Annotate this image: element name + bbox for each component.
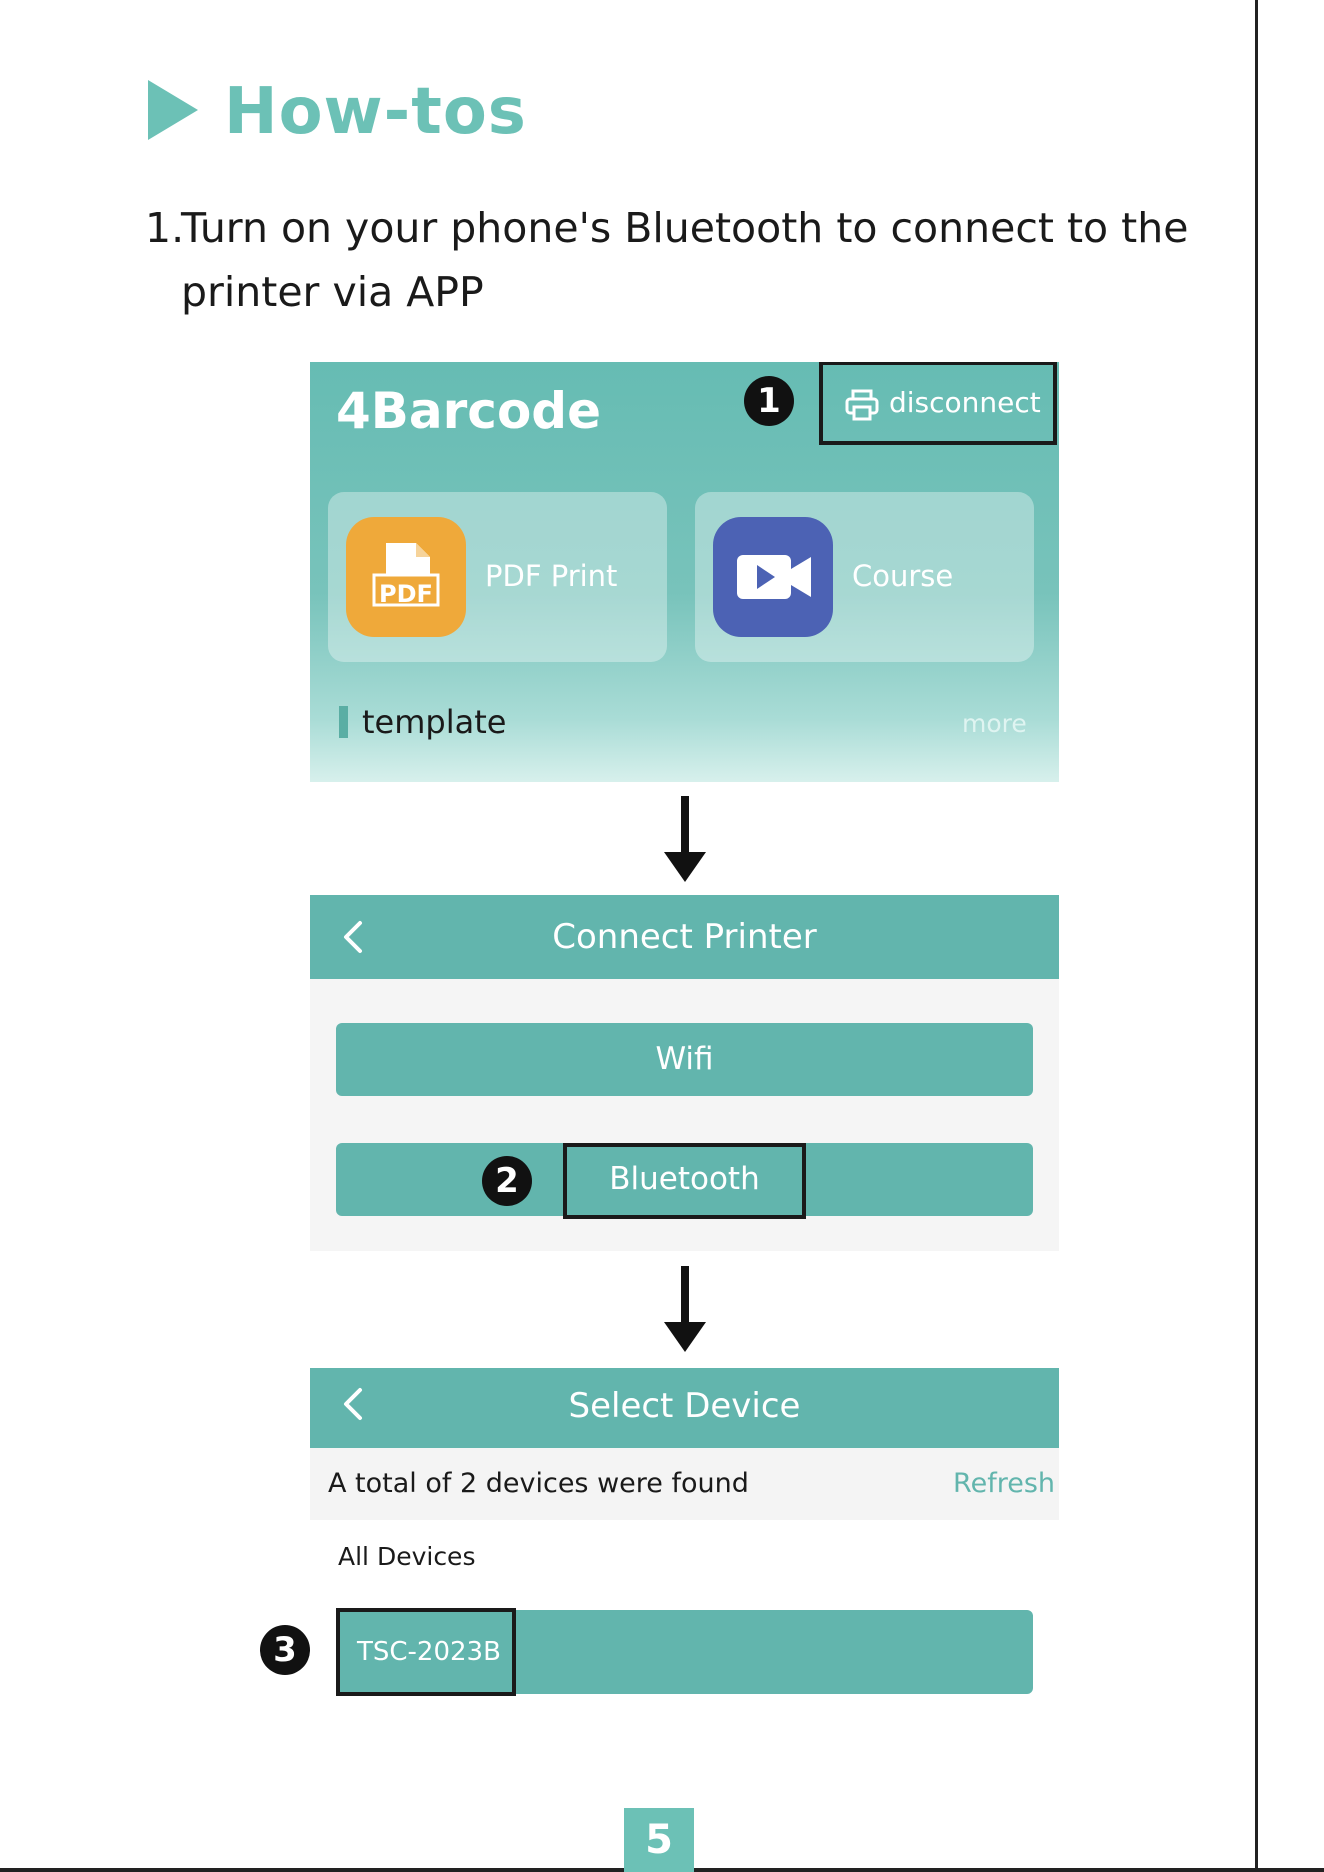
app-home-screenshot: 4Barcode disconnect PDF PDF Print <box>310 362 1059 782</box>
pdf-print-label: PDF Print <box>485 554 617 598</box>
section-marker <box>339 706 348 738</box>
bluetooth-highlight-box <box>563 1143 806 1219</box>
more-link[interactable]: more <box>962 706 1027 742</box>
template-section-label: template <box>362 700 506 744</box>
callout-1: 1 <box>744 376 794 426</box>
wifi-button[interactable]: Wifi <box>336 1023 1033 1096</box>
devices-found-text: A total of 2 devices were found <box>328 1448 749 1520</box>
step-line-2: printer via APP <box>145 260 1205 324</box>
course-card[interactable]: Course <box>695 492 1034 662</box>
down-arrow-2-head <box>664 1322 706 1352</box>
wifi-label: Wifi <box>336 1023 1033 1096</box>
down-arrow-2 <box>681 1266 689 1326</box>
down-arrow-1 <box>681 796 689 856</box>
step-number: 1. <box>145 196 181 260</box>
play-triangle-icon <box>148 80 198 140</box>
section-heading: How-tos <box>224 72 527 152</box>
select-device-title: Select Device <box>310 1368 1059 1444</box>
app-title: 4Barcode <box>336 376 601 446</box>
down-arrow-1-head <box>664 852 706 882</box>
video-camera-icon <box>713 517 833 637</box>
callout-2: 2 <box>482 1156 532 1206</box>
connect-navbar: Connect Printer <box>310 895 1059 979</box>
pdf-icon-text: PDF <box>374 579 438 609</box>
refresh-button[interactable]: Refresh <box>953 1448 1055 1520</box>
disconnect-label: disconnect <box>889 383 1041 423</box>
device-name: TSC-2023B <box>357 1610 501 1694</box>
step-line-1: Turn on your phone's Bluetooth to connec… <box>181 204 1188 252</box>
disconnect-button[interactable]: disconnect <box>819 362 1057 445</box>
course-label: Course <box>852 554 953 598</box>
pdf-icon: PDF <box>346 517 466 637</box>
devices-found-row: A total of 2 devices were found Refresh <box>310 1448 1059 1520</box>
connect-printer-title: Connect Printer <box>310 895 1059 979</box>
page-number: 5 <box>624 1808 694 1872</box>
connect-printer-screenshot: Connect Printer Wifi Bluetooth <box>310 895 1059 1251</box>
printer-icon <box>845 389 879 421</box>
page-divider <box>1255 0 1258 1872</box>
all-devices-label: All Devices <box>338 1537 475 1577</box>
callout-3: 3 <box>260 1625 310 1675</box>
pdf-print-card[interactable]: PDF PDF Print <box>328 492 667 662</box>
camera-glyph <box>735 551 813 603</box>
step-1-text: 1.Turn on your phone's Bluetooth to conn… <box>145 196 1205 324</box>
